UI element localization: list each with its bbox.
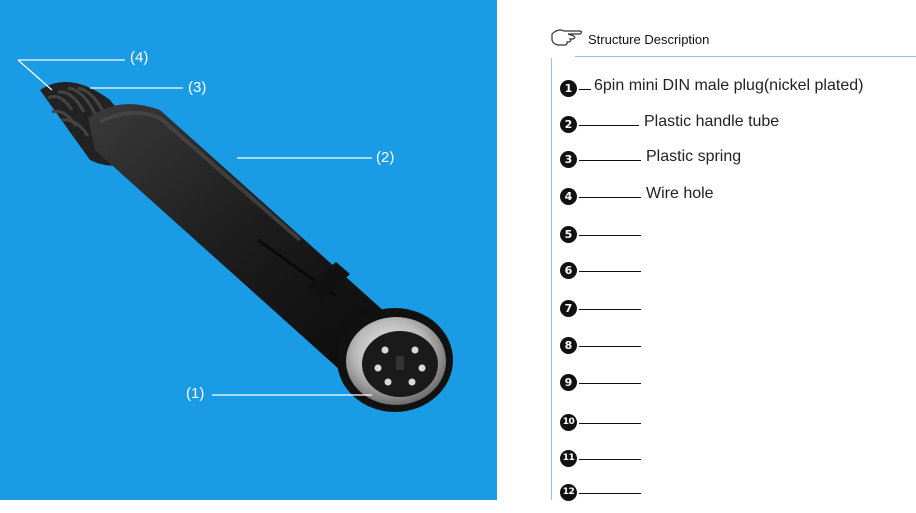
item-number-badge: 10 <box>560 414 577 431</box>
leader-line <box>579 89 591 90</box>
header-divider <box>575 56 916 57</box>
mini-din-plug-illustration <box>17 59 453 412</box>
list-item: 9 <box>560 374 916 394</box>
item-number-badge: 4 <box>560 188 577 205</box>
list-item: 10 <box>560 414 916 434</box>
product-photo: (4) (3) (2) (1) <box>0 0 497 500</box>
item-label: 6pin mini DIN male plug(nickel plated) <box>594 77 864 94</box>
leader-line <box>579 309 641 310</box>
list-item: 6 <box>560 262 916 282</box>
leader-line <box>579 235 641 236</box>
item-number-badge: 2 <box>560 116 577 133</box>
item-number-badge: 5 <box>560 226 577 243</box>
list-item: 8 <box>560 337 916 357</box>
leader-line <box>579 271 641 272</box>
list-item: 3 Plastic spring <box>560 148 916 171</box>
leader-line <box>579 423 641 424</box>
structure-title: Structure Description <box>588 32 710 47</box>
plastic-handle-tube <box>88 104 405 370</box>
item-number-badge: 1 <box>560 80 577 97</box>
leader-line <box>579 346 641 347</box>
list-item: 7 <box>560 300 916 320</box>
leader-line <box>579 459 641 460</box>
leader-line <box>579 493 641 494</box>
list-item: 11 <box>560 450 916 470</box>
list-item: 2 Plastic handle tube <box>560 113 916 136</box>
item-number-badge: 3 <box>560 151 577 168</box>
list-item: 12 <box>560 484 916 504</box>
item-number-badge: 11 <box>560 450 577 467</box>
callout-2-label: (2) <box>376 149 395 166</box>
list-item: 1 6pin mini DIN male plug(nickel plated) <box>560 77 916 100</box>
item-number-badge: 8 <box>560 337 577 354</box>
callout-leaders <box>17 59 372 396</box>
leader-line <box>579 125 639 126</box>
pointing-hand-icon <box>551 29 583 46</box>
leader-line <box>579 383 641 384</box>
structure-header: Structure Description <box>540 26 916 60</box>
item-number-badge: 7 <box>560 300 577 317</box>
callout-3-label: (3) <box>188 79 207 96</box>
item-label: Wire hole <box>646 185 714 202</box>
mini-din-plug-face <box>337 308 453 412</box>
item-number-badge: 12 <box>560 484 577 501</box>
item-label: Plastic handle tube <box>644 113 780 130</box>
leader-line <box>579 197 641 198</box>
list-item: 4 Wire hole <box>560 185 916 208</box>
leader-line <box>579 160 641 161</box>
item-number-badge: 6 <box>560 262 577 279</box>
callout-4-label: (4) <box>130 49 149 66</box>
callout-1-label: (1) <box>186 385 205 402</box>
description-divider <box>551 58 552 500</box>
item-number-badge: 9 <box>560 374 577 391</box>
item-label: Plastic spring <box>646 148 742 165</box>
list-item: 5 <box>560 226 916 246</box>
